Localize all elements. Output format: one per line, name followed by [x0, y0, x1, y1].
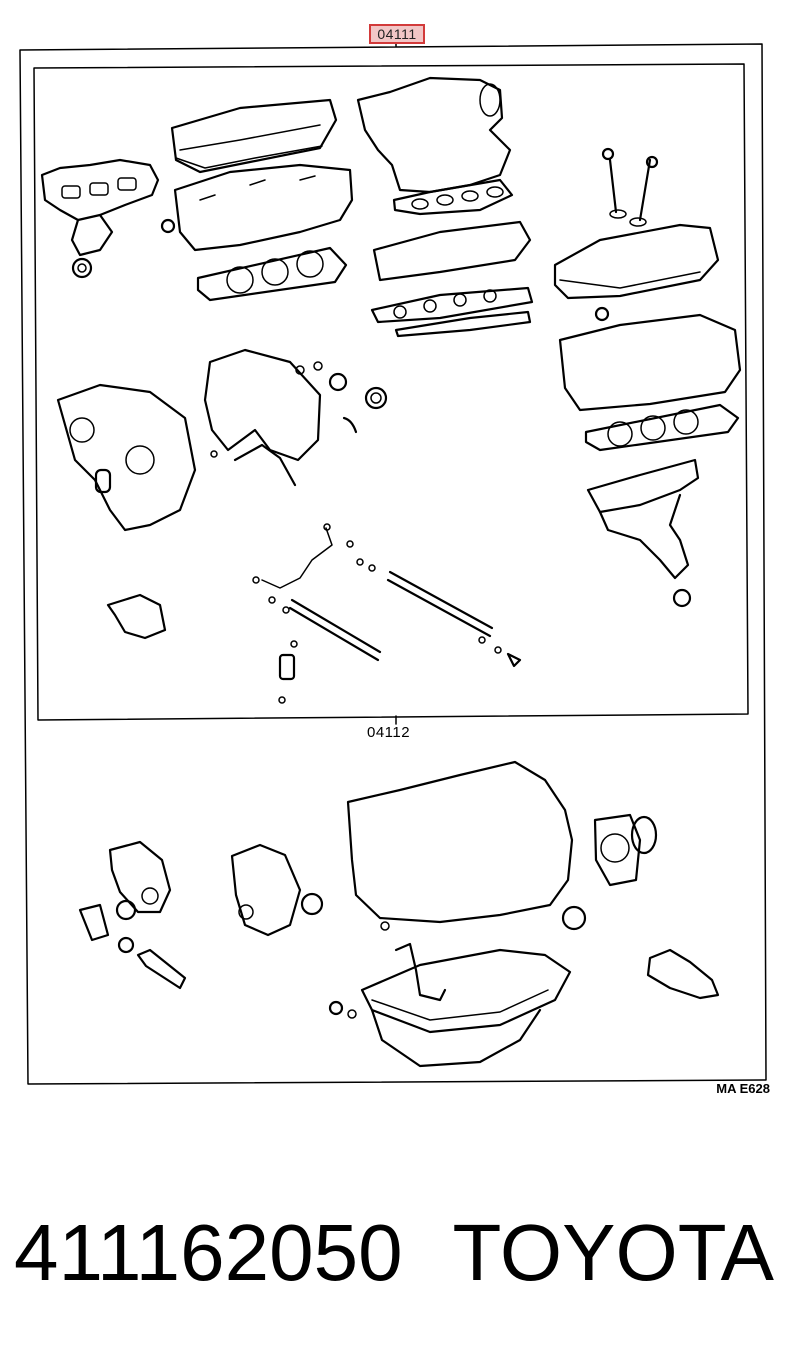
head-gasket-left — [196, 246, 348, 302]
exhaust-manifold-left — [40, 158, 176, 279]
rear-oil-seal-retainer — [561, 813, 658, 931]
oil-seals-upper — [295, 361, 388, 434]
water-outlet-bracket — [646, 948, 720, 1000]
timing-cover — [56, 383, 197, 532]
callout-outer-kit: 04111 — [369, 24, 425, 44]
inner-kit-frame — [33, 63, 749, 725]
water-inlet-upper — [106, 593, 167, 640]
cylinder-head-right — [558, 313, 742, 412]
part-number: 411162050 — [14, 1208, 403, 1297]
head-cover-gasket-left — [170, 98, 338, 174]
timing-belt-cover — [203, 348, 322, 487]
valve-set — [601, 147, 659, 227]
oil-pump-cover — [230, 843, 324, 937]
cylinder-block — [346, 760, 574, 924]
head-cover-gasket-right — [553, 223, 720, 322]
fuel-delivery-pipes — [252, 523, 522, 704]
exhaust-manifold-right — [586, 458, 700, 608]
intake-manifold-gaskets — [370, 220, 534, 338]
cylinder-head-left — [173, 163, 354, 252]
intake-plenum — [356, 76, 514, 216]
callout-inner-kit: 04112 — [367, 724, 411, 741]
diagram-drawing — [19, 39, 767, 1085]
brand-name: TOYOTA — [452, 1208, 774, 1297]
diagram-reference-code: MA E628 — [716, 1081, 770, 1096]
head-gasket-right — [584, 403, 740, 452]
outer-kit-frame — [19, 39, 767, 1085]
oil-pan — [328, 921, 572, 1068]
water-pump-group — [78, 840, 187, 990]
